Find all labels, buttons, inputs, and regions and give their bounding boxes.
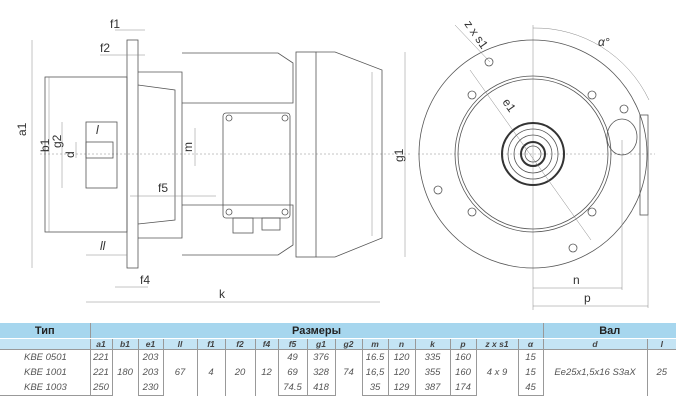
table-row: KBE 0501 221 180 203 67 4 20 12 49 376 7…: [0, 349, 677, 396]
label-g2: g2: [50, 134, 64, 148]
col-alpha: α: [517, 338, 544, 350]
label-ll: ll: [100, 239, 106, 253]
label-l: l: [96, 123, 99, 137]
label-n: n: [573, 273, 580, 287]
label-d: d: [63, 151, 77, 158]
col-d: d: [542, 338, 648, 350]
cell-ll: 67: [162, 349, 197, 396]
cell-k: 387: [414, 380, 450, 396]
cell-f1: 4: [196, 349, 225, 396]
cell-p: 160: [449, 349, 476, 365]
cell-n: 129: [387, 380, 415, 396]
cell-l: 25: [646, 349, 677, 396]
cell-e1: 230: [137, 380, 163, 396]
cell-n: 120: [387, 365, 415, 380]
terminal-box: [222, 112, 291, 219]
cell-alpha: 15: [517, 349, 544, 365]
cell-p: 160: [449, 365, 476, 380]
label-p: p: [584, 291, 591, 305]
cell-m: 16.5: [361, 349, 388, 365]
cell-b1: 180: [111, 349, 138, 396]
col-b1: b1: [111, 338, 138, 350]
col-l: l: [646, 338, 677, 350]
label-g1: g1: [392, 148, 406, 162]
col-f2: f2: [224, 338, 255, 350]
col-f5: f5: [277, 338, 307, 350]
cell-g1: 376: [306, 349, 335, 365]
cell-g2: 74: [334, 349, 362, 396]
col-a1: a1: [89, 338, 112, 350]
cell-zxs1: 4 x 9: [475, 349, 518, 396]
cell-g1: 328: [306, 365, 335, 380]
cell-type: KBE 0501: [24, 352, 67, 363]
cell-a1: 250: [89, 380, 112, 396]
cell-m: 16,5: [361, 365, 388, 380]
label-e1: e1: [500, 96, 519, 115]
col-f1: f1: [196, 338, 225, 350]
cell-n: 120: [387, 349, 415, 365]
cell-f4: 12: [254, 349, 278, 396]
gear-housing: [44, 76, 128, 233]
cell-e1: 203: [137, 349, 163, 365]
cell-f5: 74.5: [277, 380, 307, 396]
col-ll: ll: [162, 338, 197, 350]
col-g2: g2: [334, 338, 362, 350]
label-a1: a1: [15, 122, 29, 136]
label-alpha: α°: [598, 35, 610, 49]
cell-f5: 49: [277, 349, 307, 365]
cell-e1: 203: [137, 365, 163, 380]
header-blank: [0, 338, 90, 350]
label-f4: f4: [140, 273, 150, 287]
cell-alpha: 15: [517, 365, 544, 380]
cell-p: 174: [449, 380, 476, 396]
cell-d: Ee25x1,5x16 S3aX: [542, 349, 648, 396]
label-f2: f2: [100, 41, 110, 55]
label-zxs1: z x s1: [462, 18, 492, 52]
cell-g1: 418: [306, 380, 335, 396]
cell-k: 355: [414, 365, 450, 380]
label-b1: b1: [38, 138, 52, 152]
table-row: KBE 1001 221 203 69 328 16,5 120 355 160…: [0, 365, 676, 380]
label-k: k: [219, 287, 226, 301]
col-p: p: [449, 338, 476, 350]
dimensions-table: Тип Размеры Вал a1 b1 e1 ll f1 f2 f4 f5 …: [0, 323, 677, 396]
col-n: n: [387, 338, 415, 350]
header-shaft: Вал: [542, 323, 677, 339]
col-k: k: [414, 338, 450, 350]
col-e1: e1: [137, 338, 163, 350]
cell-type: KBE 1001: [24, 367, 67, 378]
outer-flange: [418, 39, 648, 269]
header-dimensions: Размеры: [89, 323, 544, 339]
shaft: [85, 141, 114, 159]
cell-k: 335: [414, 349, 450, 365]
label-f5: f5: [158, 181, 168, 195]
cell-m: 35: [361, 380, 388, 396]
side-view: a1 b1 g2 d l ll f1 f2 f4 f5 m g1 k: [15, 17, 410, 303]
col-g1: g1: [306, 338, 335, 350]
cell-type: KBE 1003: [0, 380, 90, 396]
cell-a1: 221: [89, 365, 112, 380]
col-zxs1: z x s1: [475, 338, 518, 350]
cell-alpha: 45: [517, 380, 544, 396]
col-m: m: [361, 338, 388, 350]
col-f4: f4: [254, 338, 278, 350]
cell-a1: 221: [89, 349, 112, 365]
front-view: z x s1 e1 α° n p: [418, 18, 655, 310]
label-f1: f1: [110, 17, 120, 31]
cell-f2: 20: [224, 349, 255, 396]
header-type: Тип: [0, 323, 90, 339]
label-m: m: [181, 142, 195, 152]
technical-drawing: a1 b1 g2 d l ll f1 f2 f4 f5 m g1 k: [15, 17, 655, 310]
cell-f5: 69: [277, 365, 307, 380]
table-row: KBE 1003 250 230 74.5 418 35 129 387 174…: [0, 380, 676, 396]
